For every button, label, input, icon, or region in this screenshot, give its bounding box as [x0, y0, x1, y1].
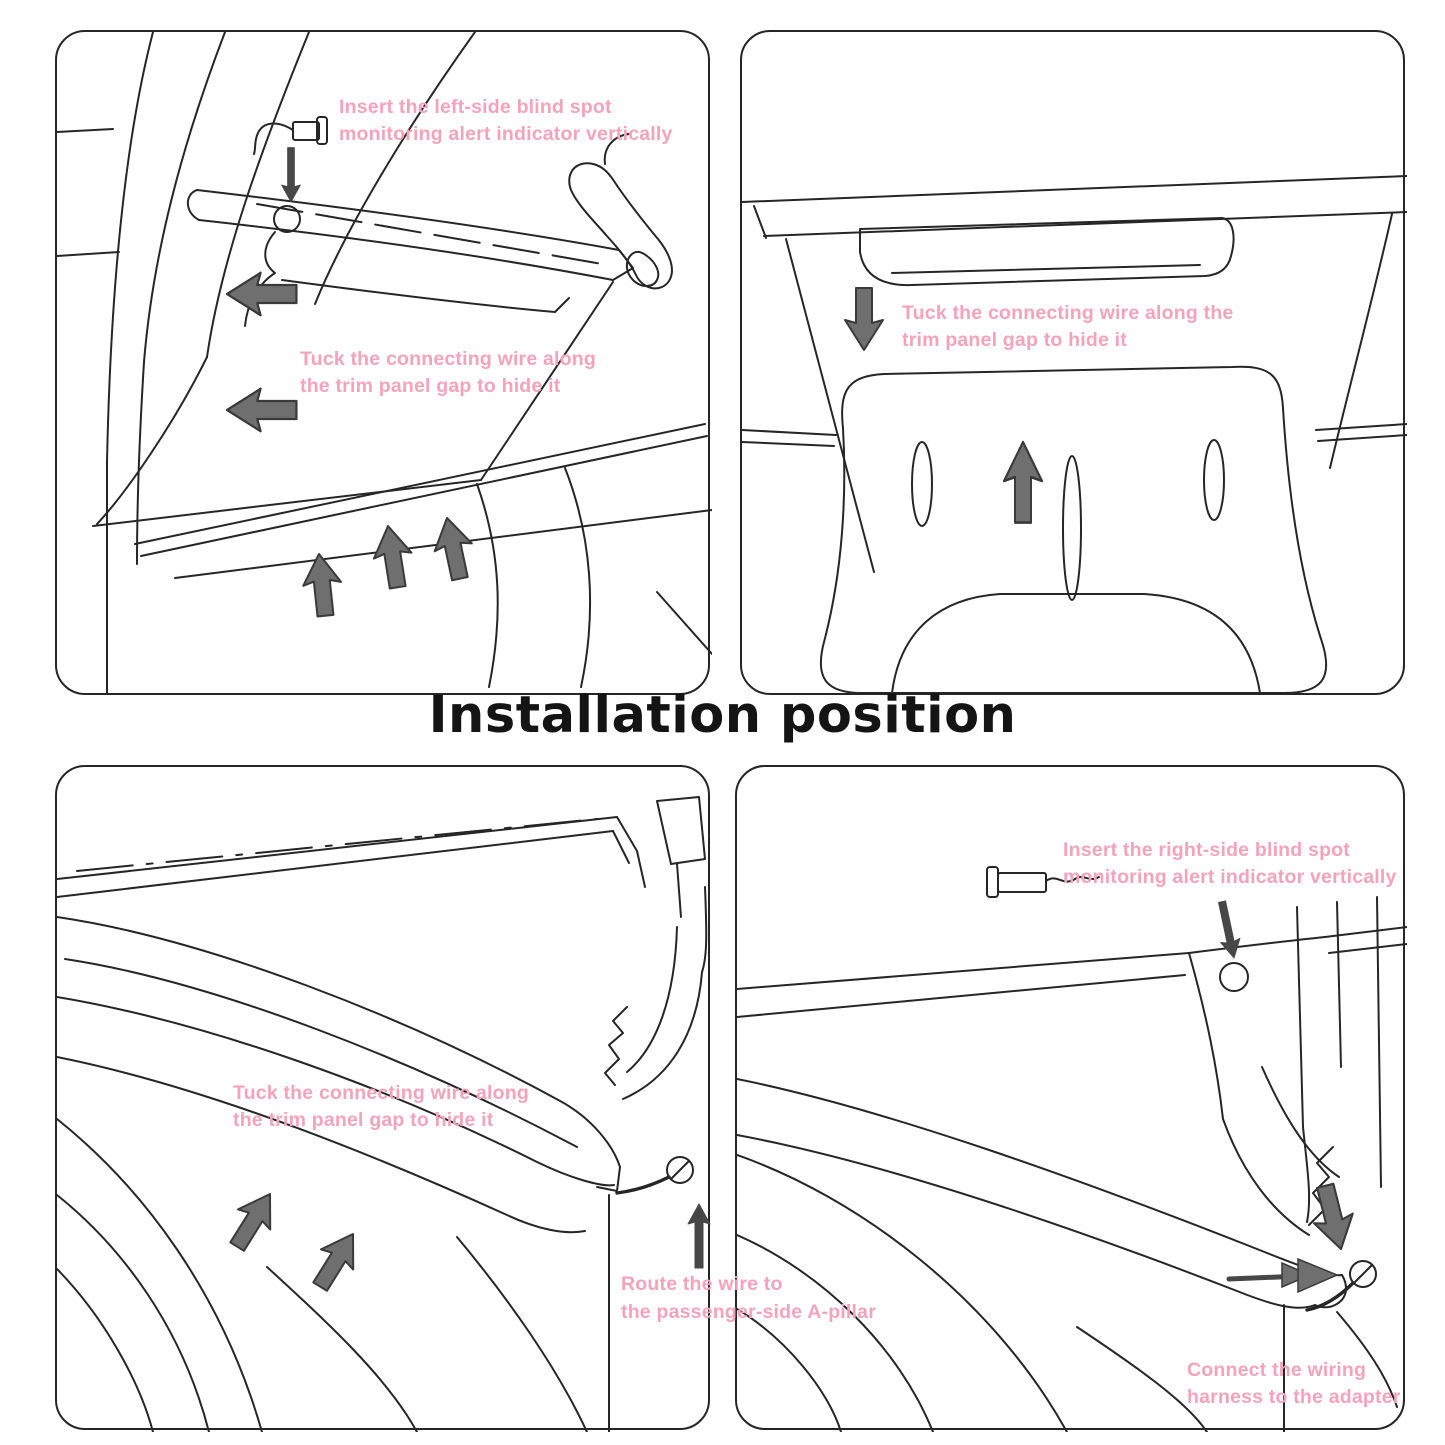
annotation-tuck-wire-top-right: Tuck the connecting wire along the trim … [902, 300, 1233, 354]
grommet-slash [670, 1160, 690, 1180]
panel-under-dash: Tuck the connecting wire along the trim … [740, 30, 1407, 695]
annotation-line: Insert the left-side blind spot [339, 96, 612, 118]
push-diagonal-arrow-1 [220, 1182, 288, 1258]
a-pillar-bracket [1188, 896, 1382, 1236]
adapter-marker [1349, 1260, 1377, 1288]
push-up-arrow [1002, 440, 1044, 524]
door-trim-line-art [57, 32, 712, 695]
page-title: Installation position [428, 686, 1017, 745]
push-up-arrow-3 [427, 513, 480, 584]
under-dash-line-art [742, 175, 1407, 694]
panel-door-trim-left: Insert the left-side blind spot monitori… [55, 30, 712, 695]
indicator-position-marker [273, 205, 301, 233]
door-sill-lines [134, 423, 712, 688]
annotation-line: Tuck the connecting wire along [300, 348, 597, 370]
indicator-plug-icon [253, 116, 328, 155]
indicator-position-marker [1219, 962, 1249, 992]
dash-lip [57, 916, 621, 1234]
annotation-line: the trim panel gap to hide it [300, 375, 561, 397]
push-left-arrow-1 [225, 271, 298, 317]
a-pillar-bracket [604, 796, 708, 1100]
indicator-plug-icon [986, 866, 1100, 898]
push-left-arrow-2 [225, 387, 298, 433]
annotation-line: Connect the wiring [1187, 1359, 1367, 1381]
dash-top-edge [737, 926, 1407, 1018]
door-panel-outline [92, 279, 614, 527]
annotation-route-wire: Route the wire to the passenger-side A-p… [621, 1270, 876, 1326]
annotation-line: Tuck the connecting wire along the [902, 302, 1234, 324]
carpet-arcs [57, 1118, 588, 1432]
annotation-connect-harness: Connect the wiring harness to the adapte… [1187, 1357, 1401, 1411]
route-up-arrow [687, 1203, 711, 1269]
connecting-wire [1305, 1281, 1355, 1312]
annotation-line: trim panel gap to hide it [902, 329, 1127, 351]
dash-corner-line-art-right [737, 866, 1407, 1432]
connect-right-arrow [1226, 1257, 1339, 1294]
kick-panel-shape [819, 365, 1328, 694]
annotation-line: Route the wire to [621, 1273, 783, 1295]
connecting-wire [615, 1175, 671, 1195]
door-handle [568, 133, 673, 290]
dash-top-edge [57, 816, 618, 898]
adapter-slash [1353, 1264, 1373, 1284]
carpet-arcs [737, 1154, 1398, 1432]
annotation-line: the trim panel gap to hide it [233, 1109, 494, 1131]
push-up-arrow-2 [368, 522, 418, 592]
dash-lower-band [742, 175, 1407, 287]
dash-corner-line-art-left [57, 796, 711, 1432]
annotation-line: monitoring alert indicator vertically [339, 123, 673, 145]
annotation-tuck-wire-top-left: Tuck the connecting wire along the trim … [300, 346, 596, 400]
annotation-insert-left-indicator: Insert the left-side blind spot monitori… [339, 94, 673, 148]
footwell-walls [742, 213, 1407, 573]
trim-strip [186, 189, 634, 327]
insert-down-arrow [1211, 899, 1245, 961]
tuck-down-arrow [844, 287, 884, 351]
annotation-insert-right-indicator: Insert the right-side blind spot monitor… [1063, 837, 1397, 891]
wire-grommet-marker [666, 1156, 694, 1184]
annotation-line: the passenger-side A-pillar [621, 1301, 876, 1323]
annotation-line: Tuck the connecting wire along [233, 1082, 530, 1104]
annotation-line: harness to the adapter [1187, 1386, 1401, 1408]
insert-down-arrow [281, 147, 301, 203]
annotation-line: Insert the right-side blind spot [1063, 839, 1350, 861]
panel-dash-corner-right: Insert the right-side blind spot monitor… [735, 765, 1407, 1432]
annotation-line: monitoring alert indicator vertically [1063, 866, 1397, 888]
a-pillar-curves [57, 32, 476, 695]
annotation-tuck-wire-bottom-left: Tuck the connecting wire along the trim … [233, 1080, 529, 1134]
panel-dash-corner-left: Tuck the connecting wire along the trim … [55, 765, 876, 1432]
push-diagonal-arrow-2 [303, 1222, 371, 1298]
